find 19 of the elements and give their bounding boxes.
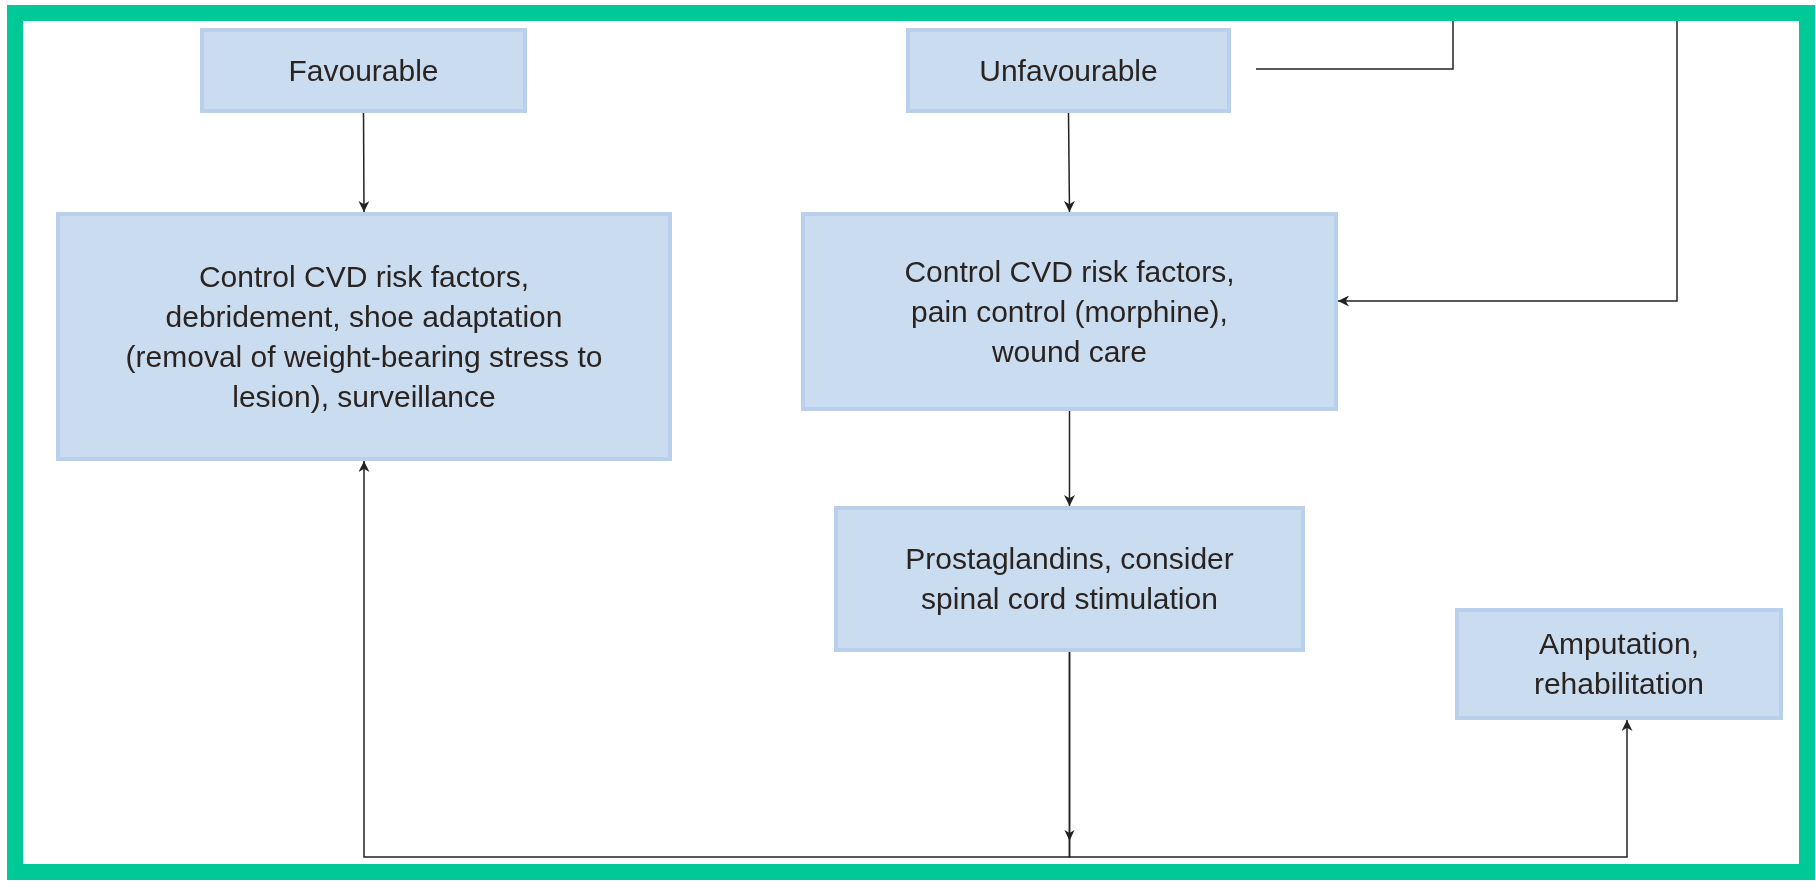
process-box (801, 212, 1338, 411)
box-text: Amputation, rehabilitation (1532, 626, 1706, 702)
arrow (1064, 410, 1075, 507)
box-text: Control CVD risk factors, pain control (morphine), wound care (903, 253, 1236, 370)
box-text: Control CVD risk factors, debridement, shoe adaptation (removal of weight-bearing stress to lesion), surveillance (124, 258, 604, 415)
arrow (358, 112, 370, 213)
process-box (834, 506, 1305, 652)
process-box (1455, 608, 1783, 720)
arrow (1068, 651, 1633, 858)
process-box (56, 212, 672, 461)
box-text: Unfavourable (979, 52, 1158, 89)
arrow (358, 460, 1071, 858)
box-text: Favourable (288, 52, 439, 89)
arrow (1063, 112, 1075, 213)
connector-line (1255, 20, 1454, 70)
process-box (200, 28, 527, 113)
box-text: Prostaglandins, consider spinal cord stimulation (904, 541, 1235, 617)
process-box (906, 28, 1231, 113)
arrow (1337, 20, 1678, 307)
